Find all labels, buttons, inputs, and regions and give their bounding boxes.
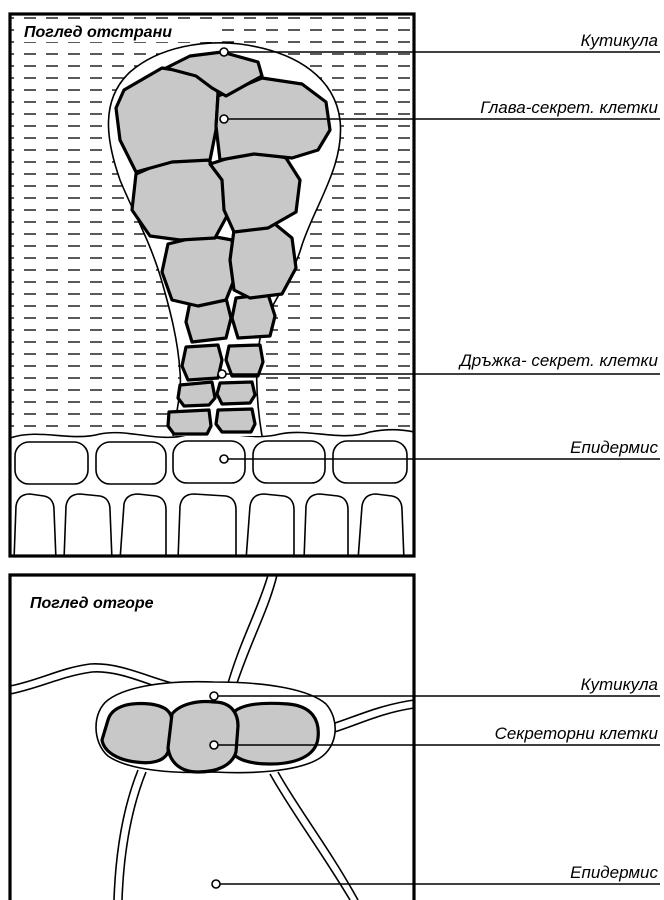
epidermis-cells-row-2 — [14, 494, 404, 560]
top-view-title: Поглед отгоре — [30, 595, 154, 612]
label-side-epidermis: Епидермис — [570, 438, 658, 457]
top-view-panel: Поглед отгоре Кутикула Секреторни клетки… — [10, 575, 660, 900]
label-secretory-cells: Секреторни клетки — [495, 724, 659, 743]
side-view-title: Поглед отстрани — [24, 24, 172, 41]
label-side-cuticle: Кутикула — [581, 31, 658, 50]
side-view-panel: Поглед отстрани Кутикула Глава-секрет. к… — [10, 14, 660, 560]
label-stalk-cells: Дръжка- секрет. клетки — [458, 351, 659, 370]
label-top-cuticle: Кутикула — [581, 675, 658, 694]
label-top-epidermis: Епидермис — [570, 863, 658, 882]
top-secretory-cells — [102, 702, 318, 773]
epidermis-cells-row-1 — [15, 441, 407, 484]
label-head-cells: Глава-секрет. клетки — [480, 98, 658, 117]
